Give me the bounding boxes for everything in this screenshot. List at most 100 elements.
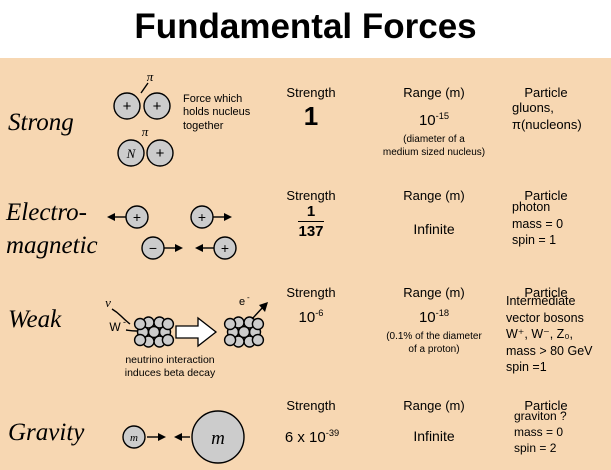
col-header-particle: Particle [524, 85, 568, 100]
force-label-electromagnetic-1: Electro- [6, 199, 87, 226]
force-label-gravity: Gravity [8, 419, 85, 446]
fraction-denominator: 137 [298, 223, 324, 240]
right-arrow-icon [175, 244, 183, 252]
range-base: 10 [418, 309, 436, 326]
right-arrow-icon [158, 433, 166, 441]
force-label-strong: Strong [8, 109, 74, 136]
right-arrow-icon [224, 213, 232, 221]
plus-charge: + [156, 145, 165, 162]
range-exponent: -15 [435, 111, 450, 121]
plus-charge: + [123, 98, 132, 115]
particle-line: gluons, [512, 100, 554, 115]
pion-symbol: π [142, 124, 149, 139]
electron-arrow-head [259, 302, 268, 312]
col-header-particle: Particle [524, 398, 568, 413]
particle-line: W⁺, W⁻, Z₀, [506, 327, 573, 341]
mass-label-small: m [130, 432, 138, 444]
caption-line: induces beta decay [124, 367, 216, 380]
col-header-strength: Strength [286, 188, 336, 203]
note-line: (diameter of a [403, 134, 465, 145]
col-header-particle: Particle [524, 188, 568, 203]
pion-symbol: π [147, 69, 154, 84]
positive-charge-circle [125, 205, 149, 229]
strength-exponent: -39 [325, 428, 340, 438]
w-boson-superscript: - [123, 317, 126, 327]
gravity-range-value: Infinite [413, 428, 455, 444]
particle-line: mass = 0 [512, 216, 564, 231]
gravity-strength-value: 6 x 10-39 [266, 428, 358, 446]
col-header-particle: Particle [524, 285, 568, 300]
strong-caption: Force which holds nucleus together [183, 93, 251, 132]
weak-range-value: 10-18 [396, 308, 472, 326]
minus-charge: − [149, 240, 157, 256]
electron-superscript: - [247, 293, 250, 302]
em-strength-value: 1 137 [273, 203, 349, 241]
proton-circle [113, 92, 141, 120]
neutron-label: N [126, 146, 137, 161]
strong-strength-value: 1 [303, 101, 319, 131]
weak-strength-value: 10-6 [273, 308, 349, 326]
col-header-strength: Strength [286, 285, 336, 300]
plus-charge: + [198, 209, 206, 225]
mass-circle-small [122, 425, 146, 449]
weak-caption: neutrino interaction induces beta decay [105, 354, 235, 380]
strong-diagram: π + + π N + [113, 69, 174, 167]
electron-symbol: e [239, 296, 245, 308]
particle-line: mass = 0 [514, 424, 564, 439]
gravity-particle-cell: graviton ? mass = 0 spin = 2 [514, 409, 604, 456]
strength-base: 10 [298, 309, 316, 326]
col-header-strength: Strength [286, 398, 336, 413]
note-line: medium sized nucleus) [382, 146, 486, 158]
weak-diagram: ν W - e - [105, 293, 268, 348]
beta-decay-arrow [175, 316, 218, 348]
neutrino-symbol: ν [105, 295, 111, 310]
col-header-range: Range (m) [403, 188, 465, 203]
particle-line: vector bosons [506, 310, 584, 325]
plus-charge: + [153, 98, 162, 115]
force-label-weak: Weak [8, 306, 62, 333]
left-arrow-icon [195, 244, 203, 252]
particle-line: spin = 1 [512, 233, 557, 247]
electromagnetic-diagram: + + − + [107, 205, 237, 260]
col-header-range: Range (m) [403, 285, 465, 300]
fraction-numerator: 1 [298, 203, 324, 222]
col-header-range: Range (m) [403, 85, 465, 100]
strong-range-note: (diameter of a medium sized nucleus) [380, 134, 488, 159]
proton-circle [146, 139, 174, 167]
range-exponent: -18 [435, 308, 450, 318]
particle-line: spin = 2 [514, 440, 557, 455]
left-arrow-icon [107, 213, 115, 221]
particle-line: mass > 80 GeV [506, 343, 593, 358]
left-arrow-icon [174, 433, 182, 441]
col-header-strength: Strength [286, 85, 336, 100]
mass-label-large: m [211, 428, 225, 449]
w-boson-symbol: W [109, 320, 121, 334]
em-range-value: Infinite [413, 221, 455, 237]
particle-line: π(nucleons) [512, 117, 582, 133]
col-header-range: Range (m) [403, 398, 465, 413]
strong-range-value: 10-15 [398, 111, 470, 129]
strength-exponent: -6 [315, 308, 324, 318]
force-label-electromagnetic-2: magnetic [6, 232, 98, 259]
note-line: of a proton) [408, 343, 460, 355]
mass-circle-large [191, 410, 245, 464]
page-title: Fundamental Forces [134, 7, 477, 46]
gravity-diagram: m m [122, 410, 245, 464]
weak-range-note: (0.1% of the diameter of a proton) [378, 331, 490, 356]
note-line: (0.1% of the diameter [386, 331, 482, 342]
weak-particle-cell: Intermediate vector bosons W⁺, W⁻, Z₀, m… [506, 293, 608, 376]
neutron-circle [117, 139, 145, 167]
particle-line: Intermediate [506, 294, 576, 308]
plus-charge: + [133, 209, 141, 225]
particle-line: photon [512, 200, 551, 214]
positive-charge-circle [213, 236, 237, 260]
nucleus-cluster [223, 316, 265, 348]
plus-charge: + [221, 240, 229, 256]
range-base: 10 [418, 112, 436, 129]
particle-line: spin =1 [506, 360, 547, 374]
caption-line: neutrino interaction [125, 354, 215, 366]
nucleus-cluster [133, 316, 175, 348]
strong-particle-cell: gluons, π(nucleons) [512, 99, 607, 133]
em-particle-cell: photon mass = 0 spin = 1 [512, 199, 607, 249]
